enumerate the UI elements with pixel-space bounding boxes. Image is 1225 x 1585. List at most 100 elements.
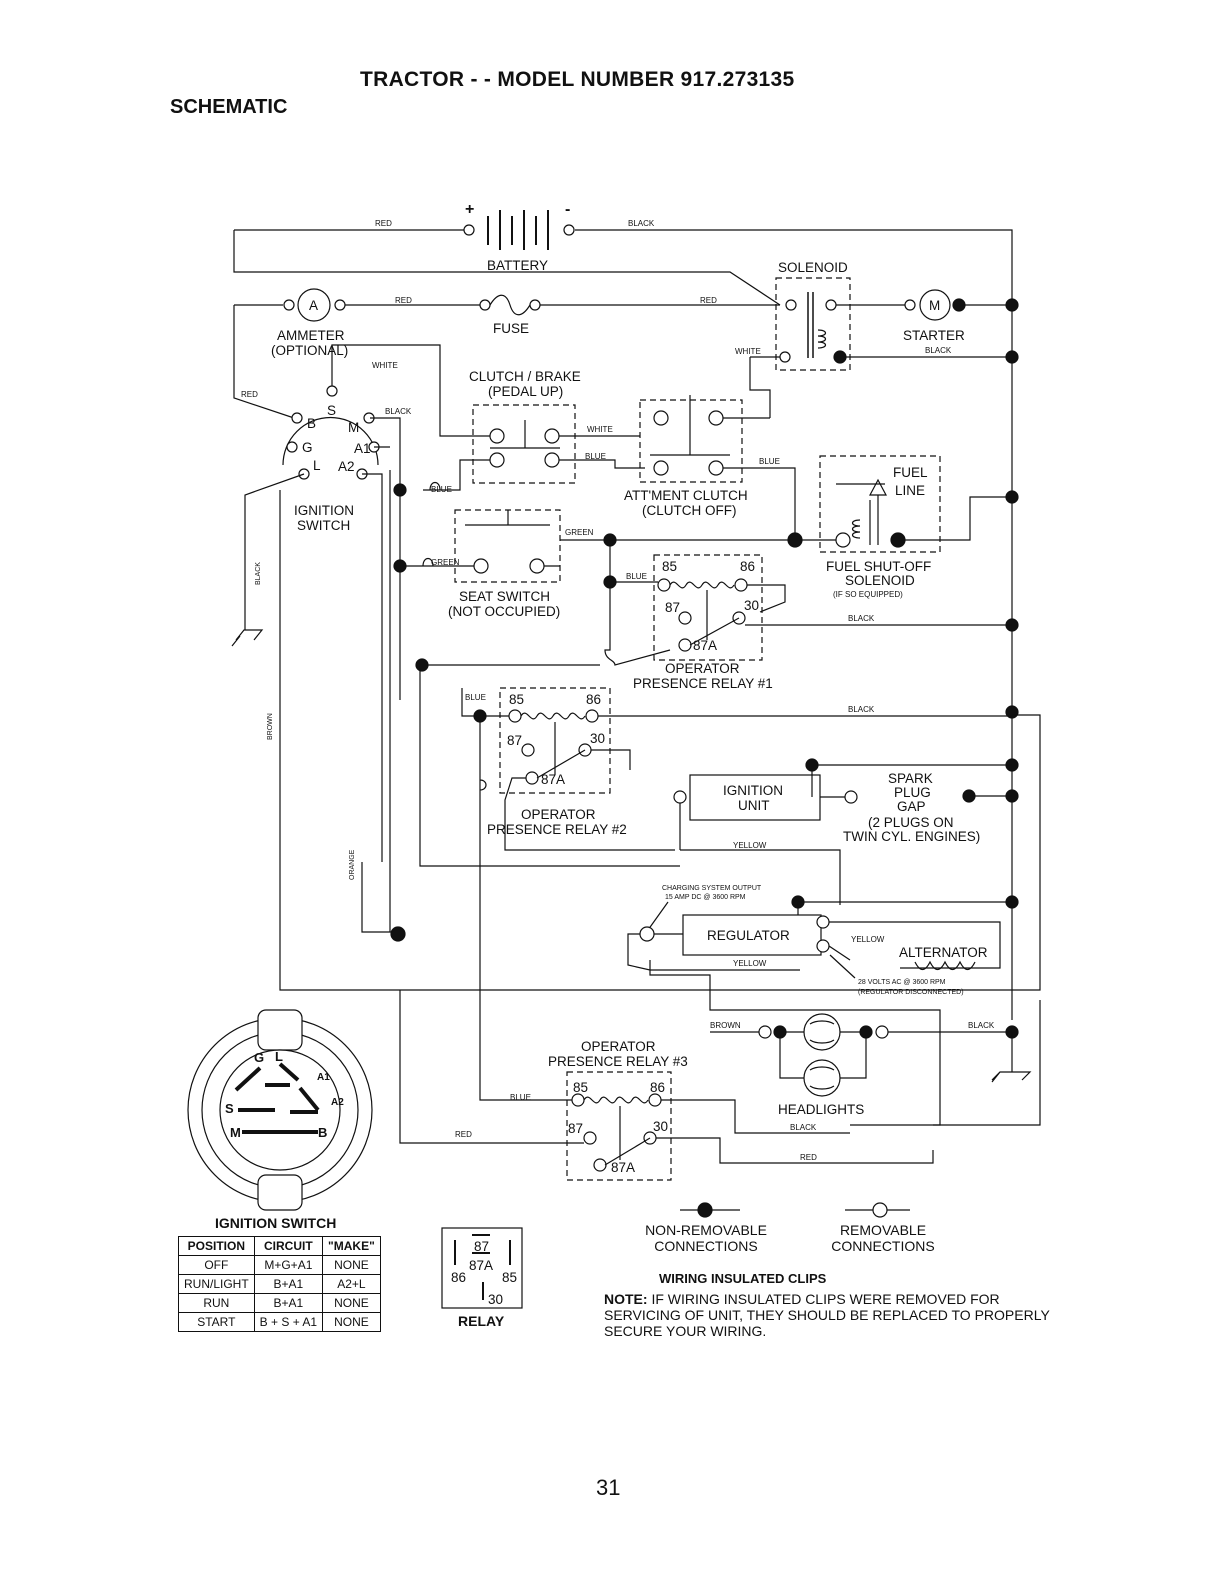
chassis-ground-right bbox=[991, 1032, 1032, 1083]
page-subtitle: SCHEMATIC bbox=[170, 96, 288, 118]
non-removable-legend: NON-REMOVABLE CONNECTIONS bbox=[645, 1222, 767, 1254]
svg-text:BLUE: BLUE bbox=[510, 1093, 531, 1102]
svg-text:BLACK: BLACK bbox=[848, 614, 875, 623]
svg-text:A1: A1 bbox=[317, 1072, 330, 1083]
ammeter-optional: (OPTIONAL) bbox=[271, 343, 348, 358]
svg-text:G: G bbox=[302, 440, 313, 455]
clips-title: WIRING INSULATED CLIPS bbox=[659, 1271, 827, 1286]
svg-text:IGNITION: IGNITION bbox=[723, 783, 783, 798]
svg-text:S: S bbox=[225, 1101, 234, 1116]
svg-text:TWIN CYL. ENGINES): TWIN CYL. ENGINES) bbox=[843, 829, 980, 844]
svg-text:BLUE: BLUE bbox=[759, 457, 780, 466]
ignition-unit: IGNITION UNIT SPARK PLUG GAP (2 PLUGS ON… bbox=[673, 758, 1012, 905]
attachment-clutch-switch: BLUE ATT'MENT CLUTCH (CLUTCH OFF) bbox=[624, 395, 796, 540]
svg-text:87A: 87A bbox=[469, 1258, 493, 1273]
svg-text:85: 85 bbox=[502, 1270, 517, 1285]
svg-text:30: 30 bbox=[744, 598, 759, 613]
svg-text:WHITE: WHITE bbox=[372, 361, 398, 370]
svg-text:ORANGE: ORANGE bbox=[349, 849, 356, 880]
svg-text:OPERATOR: OPERATOR bbox=[665, 661, 740, 676]
table-row: RUN/LIGHT B+A1 A2+L bbox=[178, 1274, 381, 1294]
starter-label: STARTER bbox=[903, 328, 965, 343]
svg-text:B: B bbox=[318, 1125, 327, 1140]
harness-wires: BROWN ORANGE bbox=[267, 470, 1041, 1126]
removable-legend: REMOVABLE CONNECTIONS bbox=[831, 1222, 935, 1254]
svg-text:87A: 87A bbox=[611, 1160, 635, 1175]
svg-text:RED: RED bbox=[700, 296, 717, 305]
starter: M STARTER BLACK bbox=[903, 289, 1012, 355]
relay-pin-diagram: 87 87A 86 85 30 bbox=[441, 1227, 523, 1309]
svg-text:CHARGING SYSTEM OUTPUT: CHARGING SYSTEM OUTPUT bbox=[662, 885, 762, 892]
svg-text:BLACK: BLACK bbox=[968, 1021, 995, 1030]
svg-text:RED: RED bbox=[800, 1153, 817, 1162]
removable-connection-icon bbox=[872, 1202, 888, 1218]
svg-text:BLUE: BLUE bbox=[465, 693, 486, 702]
operator-presence-relay-3: OPERATOR PRESENCE RELAY #3 85 86 87 30 8… bbox=[399, 990, 934, 1181]
headlights: BROWN BLACK HEADLIGHTS bbox=[710, 1013, 1012, 1117]
svg-text:B: B bbox=[307, 416, 316, 431]
svg-text:15 AMP DC @ 3600 RPM: 15 AMP DC @ 3600 RPM bbox=[665, 894, 746, 901]
svg-text:PRESENCE RELAY #1: PRESENCE RELAY #1 bbox=[633, 676, 773, 691]
relay-label: RELAY bbox=[458, 1313, 505, 1329]
svg-text:(IF SO EQUIPPED): (IF SO EQUIPPED) bbox=[833, 590, 903, 599]
svg-text:86: 86 bbox=[451, 1270, 466, 1285]
svg-text:FUEL SHUT-OFF: FUEL SHUT-OFF bbox=[826, 559, 931, 574]
page-number: 31 bbox=[596, 1475, 621, 1500]
ignition-switch-label: IGNITION bbox=[294, 503, 354, 518]
svg-text:BLACK: BLACK bbox=[848, 705, 875, 714]
svg-text:BROWN: BROWN bbox=[267, 713, 274, 740]
svg-text:GREEN: GREEN bbox=[565, 528, 594, 537]
ammeter-label: AMMETER bbox=[277, 328, 345, 343]
svg-text:BLACK: BLACK bbox=[925, 346, 952, 355]
svg-text:G: G bbox=[254, 1050, 264, 1065]
svg-text:BLUE: BLUE bbox=[626, 572, 647, 581]
svg-text:87A: 87A bbox=[541, 772, 565, 787]
wiring-note: NOTE: IF WIRING INSULATED CLIPS WERE REM… bbox=[604, 1291, 1064, 1339]
seat-switch: GREEN GREEN SEAT SWITCH (NOT OCCUPIED) bbox=[393, 483, 789, 619]
wire-label-black: BLACK bbox=[628, 219, 655, 228]
svg-text:86: 86 bbox=[650, 1080, 665, 1095]
solenoid: SOLENOID WHITE bbox=[735, 260, 1012, 418]
svg-text:85: 85 bbox=[509, 692, 524, 707]
table-row: START B + S + A1 NONE bbox=[178, 1312, 381, 1332]
svg-text:RED: RED bbox=[395, 296, 412, 305]
table-row: OFF M+G+A1 NONE bbox=[178, 1255, 381, 1275]
regulator-alternator: CHARGING SYSTEM OUTPUT 15 AMP DC @ 3600 … bbox=[627, 885, 1012, 1126]
svg-text:(PEDAL UP): (PEDAL UP) bbox=[488, 384, 563, 399]
svg-text:86: 86 bbox=[740, 559, 755, 574]
svg-text:87: 87 bbox=[507, 733, 522, 748]
svg-text:M: M bbox=[348, 420, 359, 435]
svg-text:A2: A2 bbox=[331, 1097, 344, 1108]
svg-text:BLACK: BLACK bbox=[255, 562, 262, 585]
svg-text:SWITCH: SWITCH bbox=[297, 518, 350, 533]
svg-text:A2: A2 bbox=[338, 459, 355, 474]
svg-text:PRESENCE RELAY #2: PRESENCE RELAY #2 bbox=[487, 822, 627, 837]
svg-text:87: 87 bbox=[665, 600, 680, 615]
svg-text:YELLOW: YELLOW bbox=[733, 841, 767, 850]
svg-text:OPERATOR: OPERATOR bbox=[581, 1039, 656, 1054]
svg-text:WHITE: WHITE bbox=[735, 347, 761, 356]
svg-text:PLUG: PLUG bbox=[894, 785, 931, 800]
svg-text:BLACK: BLACK bbox=[385, 407, 412, 416]
alternator-label: ALTERNATOR bbox=[899, 945, 988, 960]
operator-presence-relay-2: BLUE BLACK 85 86 87 30 87A OPERATOR PRES… bbox=[461, 687, 1012, 1095]
svg-text:A1: A1 bbox=[354, 441, 371, 456]
ignition-switch: B S M G A1 L A2 IGNITION SWITCH WHITE BL… bbox=[231, 344, 490, 862]
svg-text:BLACK: BLACK bbox=[790, 1123, 817, 1132]
svg-text:YELLOW: YELLOW bbox=[733, 959, 767, 968]
starter-symbol: M bbox=[929, 298, 940, 313]
svg-text:(REGULATOR DISCONNECTED): (REGULATOR DISCONNECTED) bbox=[858, 989, 964, 996]
svg-text:BLUE: BLUE bbox=[431, 485, 452, 494]
battery: + - BATTERY RED BLACK bbox=[233, 201, 1013, 1020]
svg-text:L: L bbox=[275, 1049, 283, 1064]
svg-text:L: L bbox=[313, 458, 321, 473]
svg-text:(NOT OCCUPIED): (NOT OCCUPIED) bbox=[448, 604, 560, 619]
svg-text:87A: 87A bbox=[693, 638, 717, 653]
svg-text:28 VOLTS AC @ 3600 RPM: 28 VOLTS AC @ 3600 RPM bbox=[858, 979, 946, 986]
svg-text:ATT'MENT CLUTCH: ATT'MENT CLUTCH bbox=[624, 488, 748, 503]
svg-text:CLUTCH / BRAKE: CLUTCH / BRAKE bbox=[469, 369, 581, 384]
non-removable-connection-icon bbox=[697, 1202, 713, 1218]
svg-text:30: 30 bbox=[653, 1119, 668, 1134]
table-header: "MAKE" bbox=[322, 1236, 381, 1256]
